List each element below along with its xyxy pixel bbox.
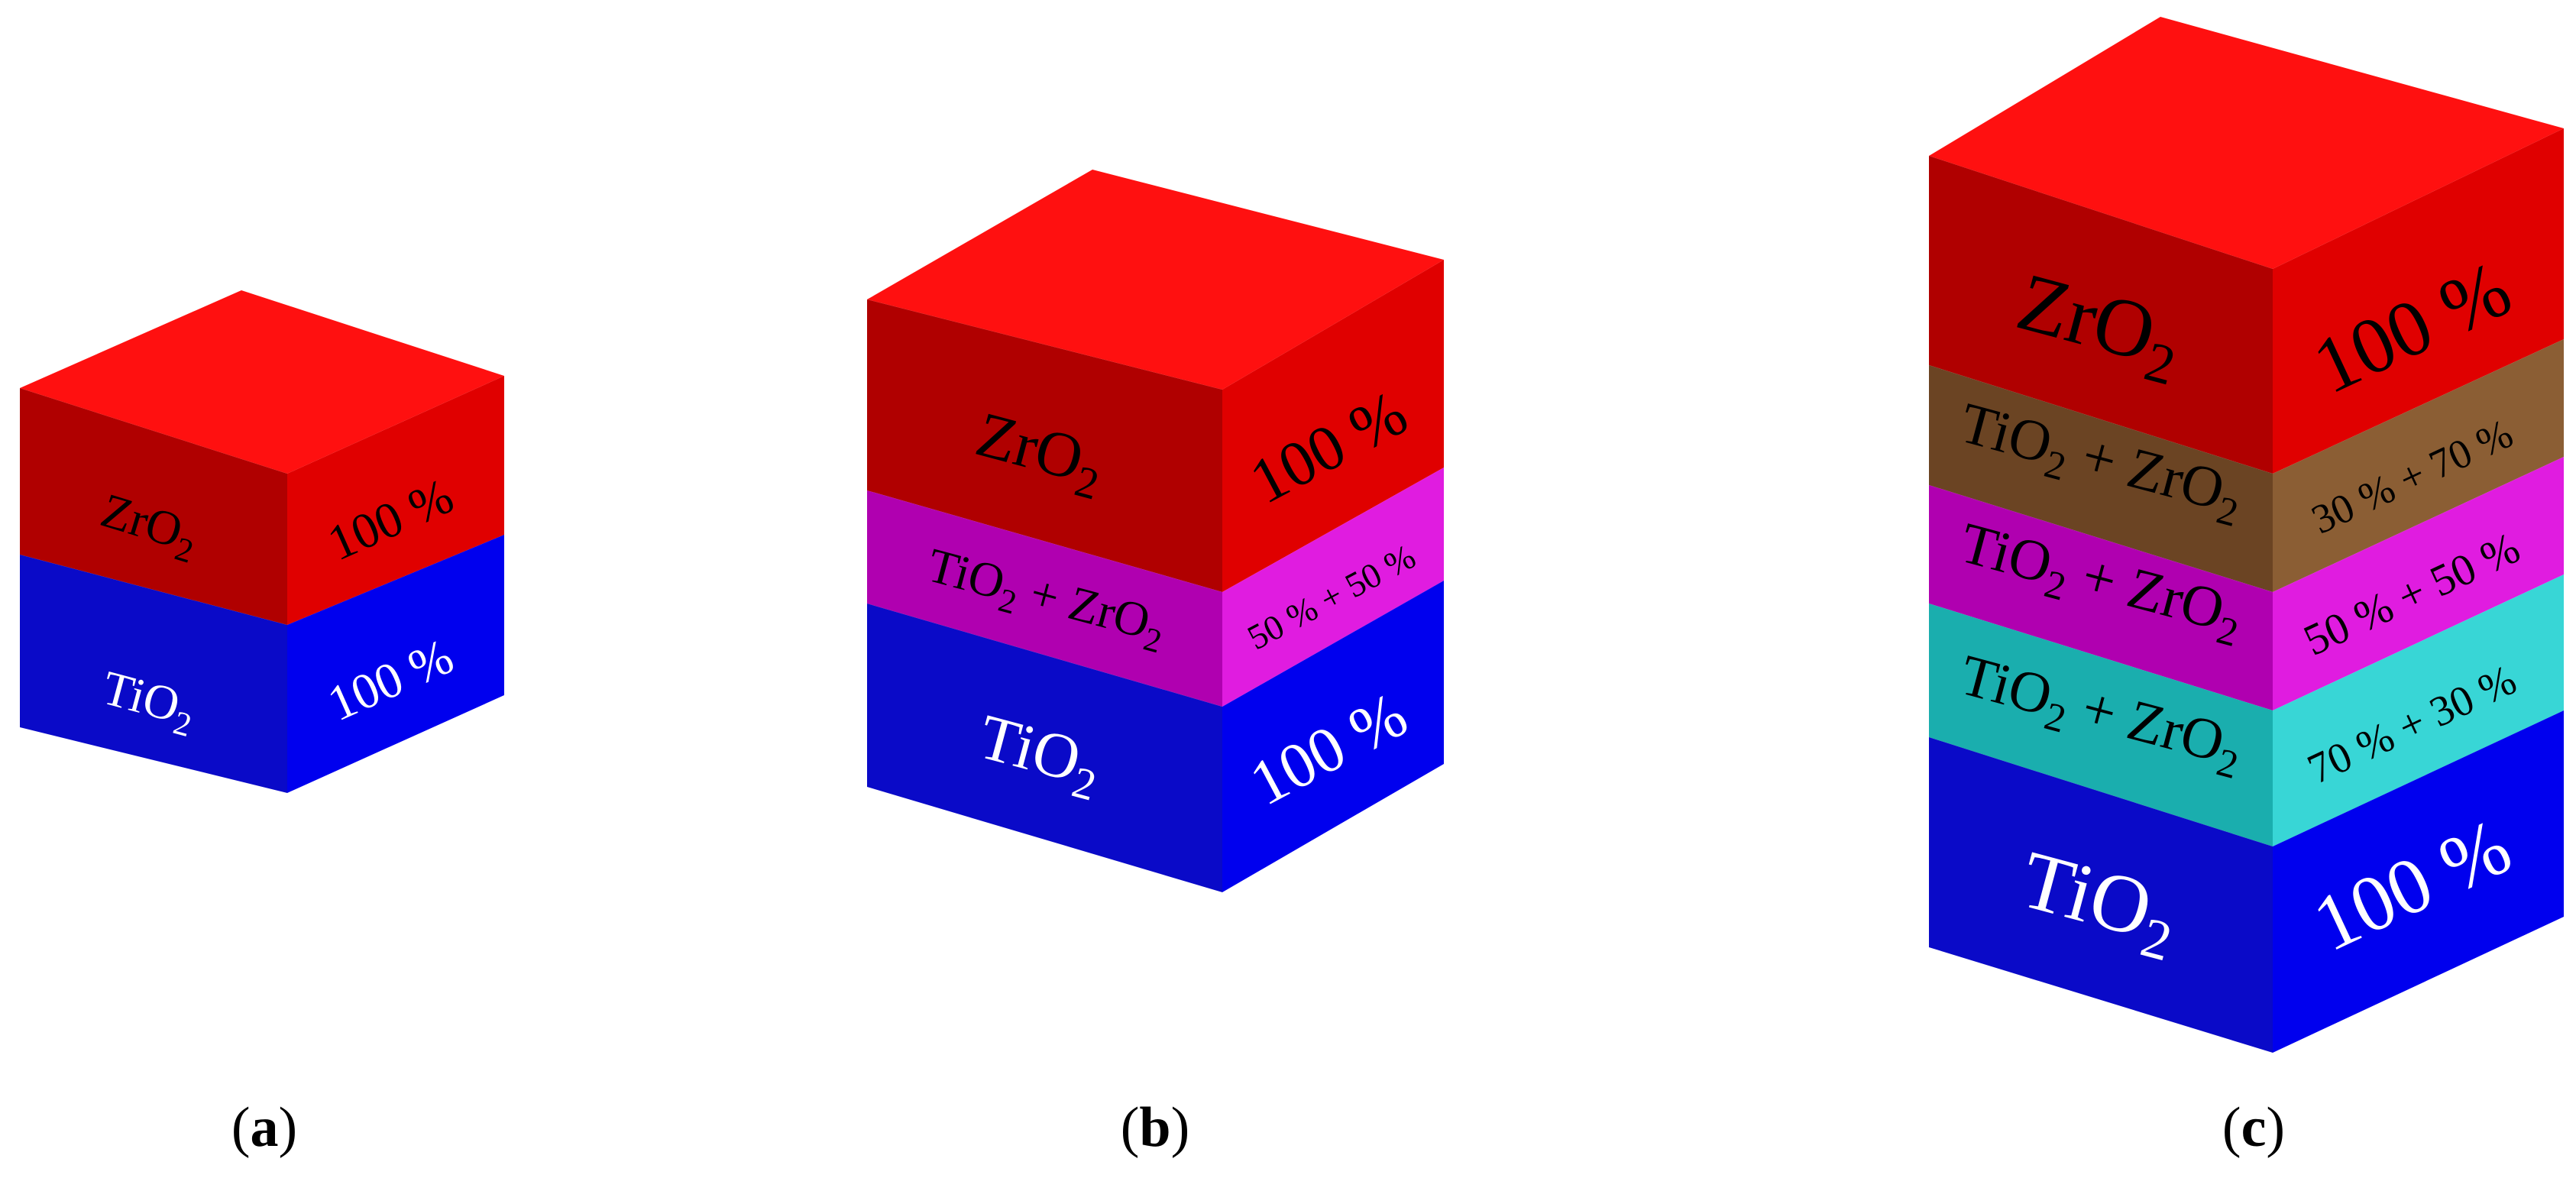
panel-c: ZrO2 100 % TiO2 + ZrO2 30 % + 70 % TiO2 … [1929, 17, 2564, 1159]
cube-c-top-face [1929, 17, 2564, 269]
cube-a-zro2-left-face [20, 388, 287, 625]
cube-a-top-face [20, 290, 504, 474]
panel-a-caption: (a) [231, 1096, 297, 1159]
panel-b-caption: (b) [1121, 1096, 1189, 1159]
cube-c-mix3070-right-face [2273, 339, 2564, 592]
cube-c-mix7030-right-face [2273, 574, 2564, 846]
cube-a [20, 290, 504, 793]
cube-c-tio2-left-face [1929, 737, 2273, 1053]
cube-a-tio2-right-face [287, 535, 504, 793]
cube-c-zro2-left-face [1929, 156, 2273, 474]
cube-b-mix50-left-face [867, 490, 1222, 707]
cube-b-tio2-left-face [867, 604, 1222, 892]
cube-b-zro2-left-face [867, 299, 1222, 592]
cube-b-top-face [867, 170, 1444, 390]
cube-b-tio2-right-face [1222, 581, 1444, 892]
cube-b-mix50-right-face [1222, 468, 1444, 707]
cube-a-zro2-right-face [287, 376, 504, 625]
cube-a-tio2-left-face [20, 555, 287, 793]
cube-c [1929, 17, 2564, 1053]
cube-b [867, 170, 1444, 892]
cube-c-mix5050-left-face [1929, 485, 2273, 710]
cube-c-mix5050-right-face [2273, 457, 2564, 710]
panel-b: ZrO2 100 % TiO2 + ZrO2 50 % + 50 % TiO2 … [867, 170, 1444, 1159]
panel-c-caption: (c) [2222, 1096, 2285, 1159]
cube-c-tio2-right-face [2273, 710, 2564, 1053]
cube-c-zro2-right-face [2273, 128, 2564, 474]
cube-b-zro2-right-face [1222, 260, 1444, 592]
cube-c-mix7030-left-face [1929, 604, 2273, 846]
panel-a: ZrO2 100 % TiO2 100 % (a) [20, 290, 504, 1159]
cube-c-mix3070-left-face [1929, 365, 2273, 592]
